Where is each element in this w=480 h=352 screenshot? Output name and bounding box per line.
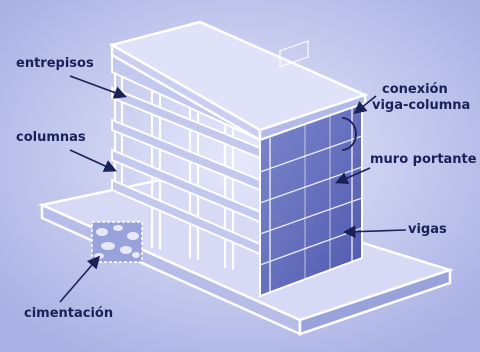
- annotation-arrows: [59, 75, 407, 303]
- arrow-muro: [335, 167, 371, 185]
- arrow-entrepisos: [69, 75, 128, 99]
- connection-marker: [341, 117, 357, 151]
- label-muro-portante: muro portante: [370, 152, 477, 167]
- label-columnas: columnas: [16, 130, 86, 145]
- arrow-conexion: [353, 95, 377, 114]
- label-cimentacion: cimentación: [24, 306, 114, 321]
- bearing-wall: [259, 39, 363, 298]
- label-conexion-line1: conexión: [382, 82, 448, 97]
- arrow-columnas: [69, 149, 117, 172]
- roof-slab: [108, 20, 369, 143]
- foundation-footing: [91, 221, 143, 263]
- arrow-vigas: [342, 225, 407, 239]
- label-vigas: vigas: [408, 222, 447, 237]
- arrow-cimentacion: [59, 255, 101, 303]
- label-entrepisos: entrepisos: [16, 56, 94, 71]
- label-conexion-line2: viga-columna: [372, 98, 471, 113]
